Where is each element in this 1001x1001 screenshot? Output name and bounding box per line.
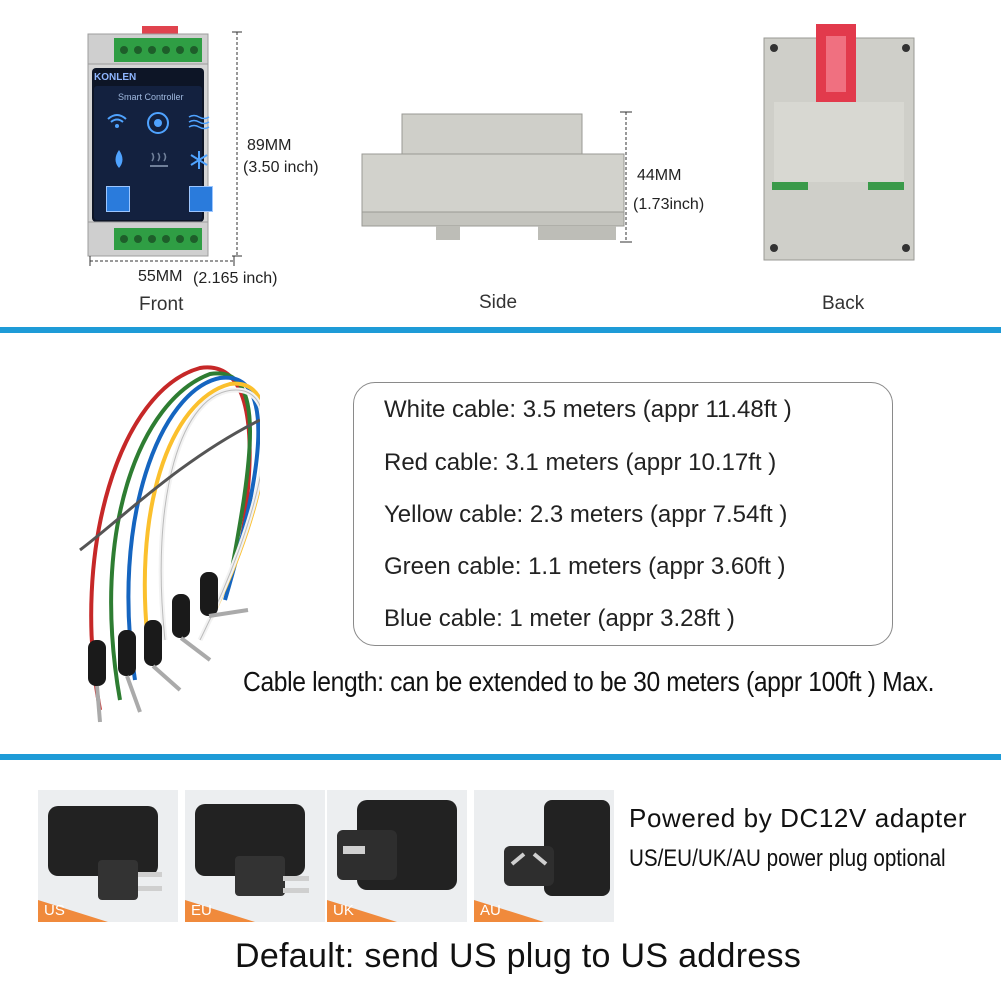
snowflake-icon <box>189 150 209 170</box>
front-width-mm: 55MM <box>138 268 183 285</box>
cable-green-length: Green cable: 1.1 meters (appr 3.60ft ) <box>384 553 786 580</box>
plug-us-label: US <box>44 902 65 919</box>
adapter-uk-image <box>327 800 457 922</box>
water-drop-icon <box>110 148 128 170</box>
separator-top <box>0 327 1001 333</box>
cable-blue-length: Blue cable: 1 meter (appr 3.28ft ) <box>384 605 735 632</box>
power-title: Powered by DC12V adapter <box>629 803 968 833</box>
plug-uk-tile: UK <box>327 790 467 922</box>
device-front-image <box>87 26 209 257</box>
cable-white-length: White cable: 3.5 meters (appr 11.48ft ) <box>384 396 792 423</box>
plug-au-tile: AU <box>474 790 614 922</box>
separator-bottom <box>0 754 1001 760</box>
fan-icon <box>147 112 169 134</box>
plug-eu-label: EU <box>191 902 212 919</box>
plug-eu-tile: EU <box>185 790 325 922</box>
side-height-mm: 44MM <box>637 167 682 184</box>
front-height-dimension-line <box>232 31 242 257</box>
default-shipping-note: Default: send US plug to US address <box>235 937 802 975</box>
water-waves-icon <box>188 113 210 131</box>
device-screen-title: Smart Controller <box>118 92 184 102</box>
screen-button-left <box>106 186 130 212</box>
adapter-us-image <box>38 806 162 922</box>
cable-red-length: Red cable: 3.1 meters (appr 10.17ft ) <box>384 449 777 476</box>
front-height-mm: 89MM <box>247 137 292 154</box>
side-view-caption: Side <box>479 292 518 313</box>
heating-icon <box>148 150 170 170</box>
side-height-inch: (1.73inch) <box>633 196 705 213</box>
power-options: US/EU/UK/AU power plug optional <box>629 845 946 872</box>
cable-length-box: White cable: 3.5 meters (appr 11.48ft ) … <box>353 382 893 646</box>
device-side-image <box>361 113 625 240</box>
sensor-cables-image <box>79 365 260 723</box>
device-back-image <box>763 24 915 261</box>
front-view-caption: Front <box>139 294 184 315</box>
side-height-dimension-line <box>620 111 632 243</box>
adapter-eu-image <box>185 804 309 922</box>
front-width-dimension-line <box>89 256 235 266</box>
wifi-icon <box>106 112 128 130</box>
cable-extend-note: Cable length: can be extended to be 30 m… <box>243 666 935 697</box>
front-width-inch: (2.165 inch) <box>193 270 278 287</box>
plug-au-label: AU <box>480 902 501 919</box>
device-brand: KONLEN <box>94 72 137 83</box>
plug-us-tile: US <box>38 790 178 922</box>
screen-button-right <box>189 186 213 212</box>
cable-yellow-length: Yellow cable: 2.3 meters (appr 7.54ft ) <box>384 501 788 528</box>
back-view-caption: Back <box>822 293 865 314</box>
front-height-inch: (3.50 inch) <box>243 159 319 176</box>
adapter-au-image <box>474 800 610 922</box>
plug-uk-label: UK <box>333 902 354 919</box>
